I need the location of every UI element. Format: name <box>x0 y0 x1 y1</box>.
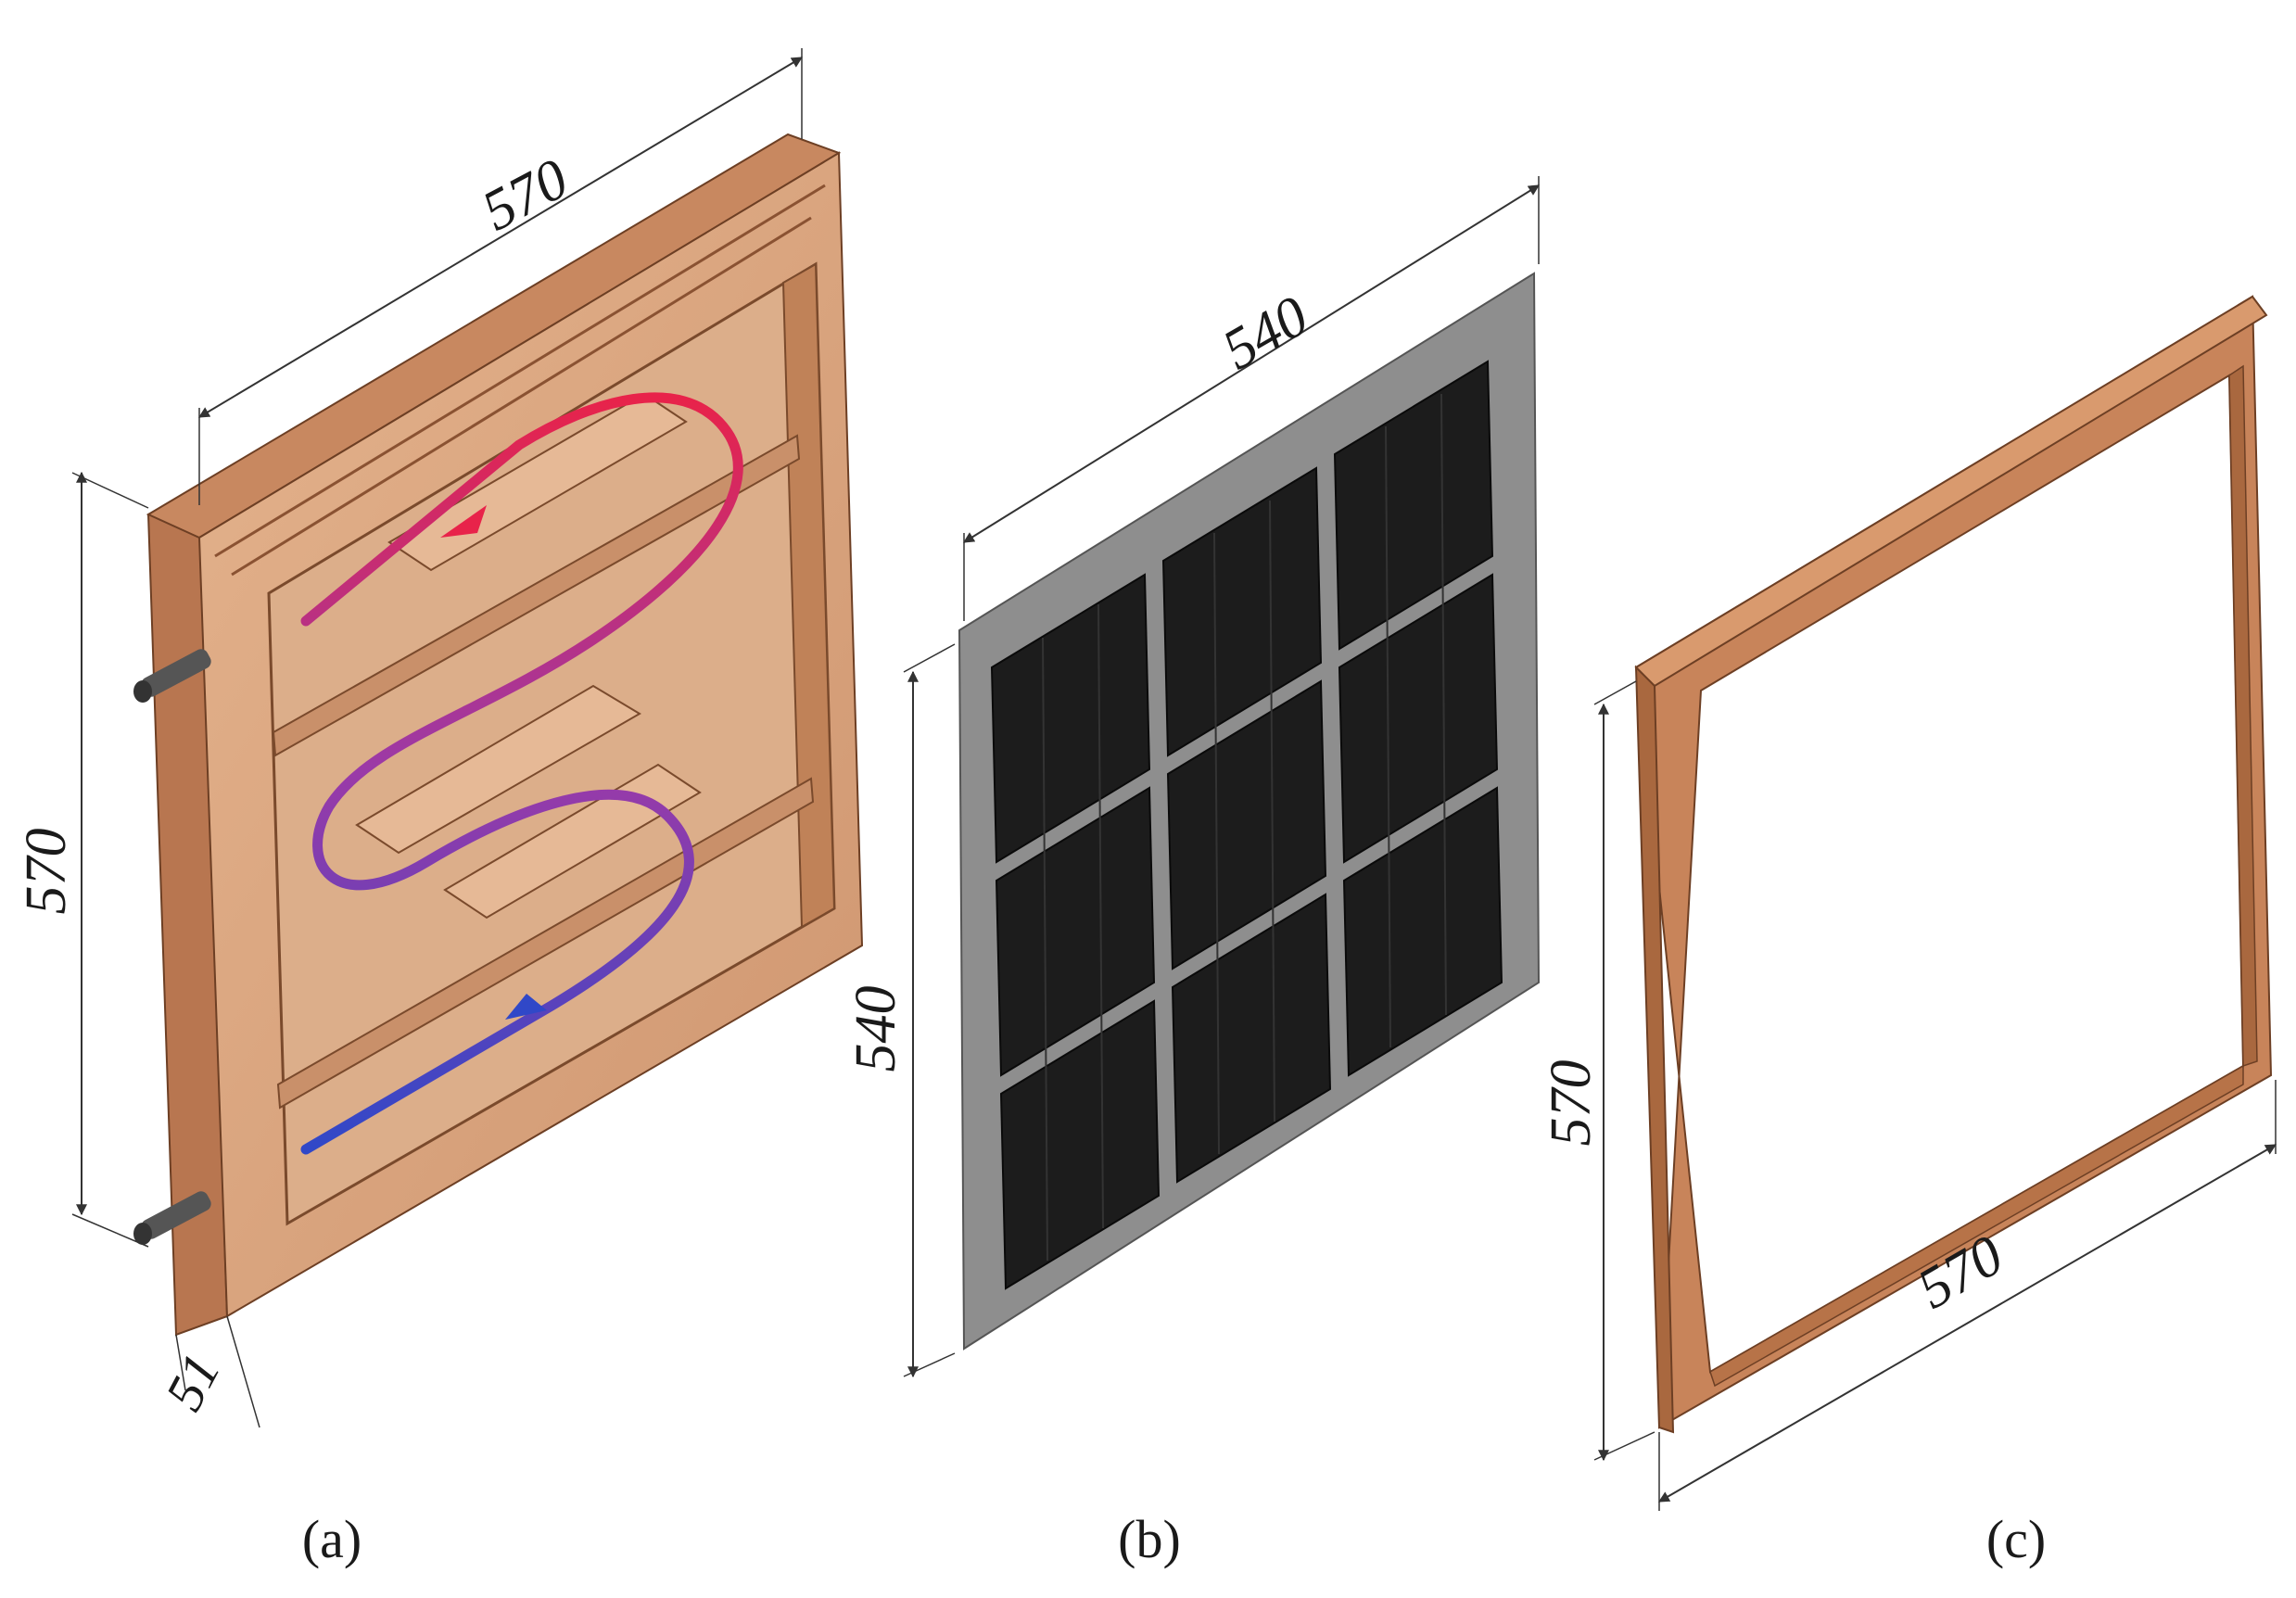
pv-cell <box>995 786 1156 1077</box>
panel-c-frame: 570 570 <box>1540 295 2277 1511</box>
pv-cell-busbars <box>1042 393 1447 1262</box>
dimension-height-b: 540 <box>844 643 956 1378</box>
pv-cell <box>990 573 1151 864</box>
dimension-label-height: 540 <box>844 986 907 1072</box>
pv-cell <box>1342 786 1503 1077</box>
inlet-pipe <box>133 1191 211 1245</box>
pv-cell <box>1338 573 1499 864</box>
dimension-label-depth: 51 <box>153 1344 232 1420</box>
dimension-label-height: 570 <box>15 829 78 915</box>
caption-c: (c) <box>1986 1509 2046 1569</box>
panel-a-collector-box: 570 570 51 <box>15 48 864 1428</box>
panel-b-pv-module: 540 540 <box>844 176 1541 1378</box>
dimension-width-c: 570 <box>1657 1080 2277 1511</box>
caption-a: (a) <box>302 1509 362 1569</box>
box-divider <box>272 434 801 757</box>
pv-cell <box>1171 893 1332 1184</box>
flow-arrow-blue-icon <box>505 994 547 1020</box>
baffle-lower-left <box>355 684 641 855</box>
dimension-label-height: 570 <box>1540 1060 1603 1147</box>
frame-right-inner <box>2228 364 2258 1068</box>
dimension-depth-a: 51 <box>153 1315 260 1428</box>
airflow-path <box>300 392 743 1155</box>
box-channel-bottom <box>276 777 815 1110</box>
dimension-height-c: 570 <box>1540 680 1655 1462</box>
flow-arrow-red-icon <box>440 505 487 538</box>
dimension-label-width: 570 <box>473 147 578 244</box>
frame-top-rail <box>1634 295 2268 688</box>
pv-cell <box>1166 679 1327 970</box>
pv-cell <box>999 999 1161 1290</box>
caption-b: (b) <box>1118 1509 1181 1569</box>
outlet-pipe <box>133 649 211 703</box>
dimension-label-width: 540 <box>1212 285 1319 382</box>
box-cavity-right-wall <box>781 262 836 929</box>
dimension-height-a: 570 <box>15 471 149 1248</box>
